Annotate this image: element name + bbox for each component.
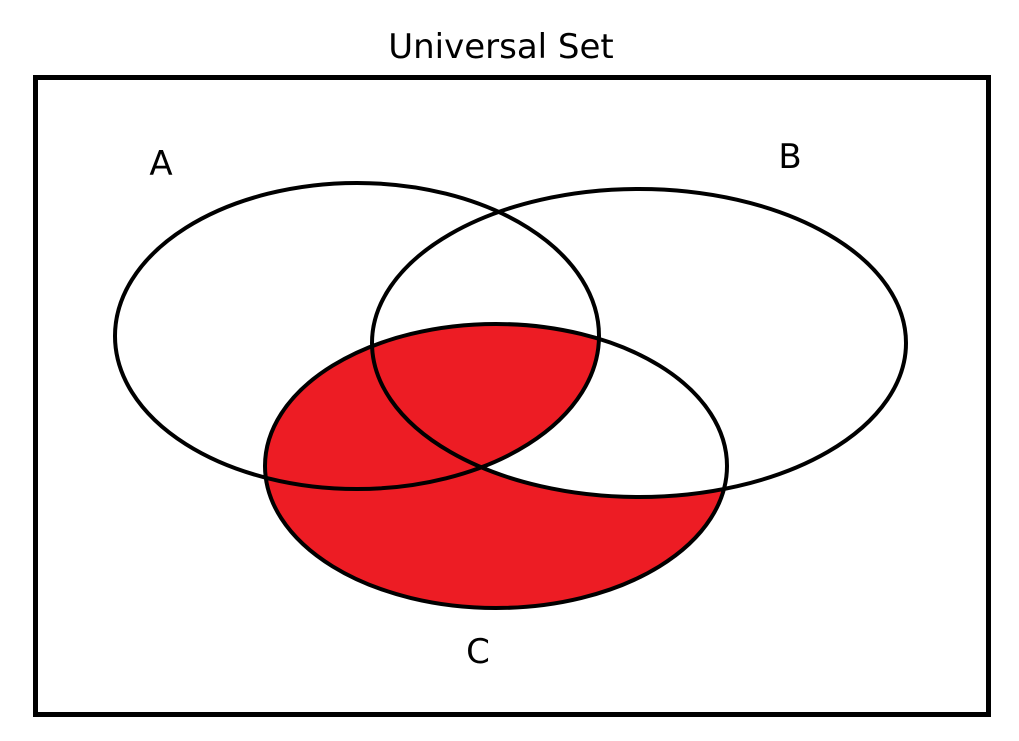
diagram-title: Universal Set — [388, 27, 614, 67]
set-c-label: C — [466, 632, 490, 672]
set-b-label: B — [778, 137, 801, 177]
set-a-ellipse — [113, 181, 601, 491]
universal-set-box — [33, 75, 991, 717]
set-c-ellipse — [263, 322, 729, 610]
set-b-ellipse — [370, 187, 908, 499]
set-a-label: A — [149, 144, 172, 184]
shaded-region-c-outside-b — [265, 324, 727, 608]
